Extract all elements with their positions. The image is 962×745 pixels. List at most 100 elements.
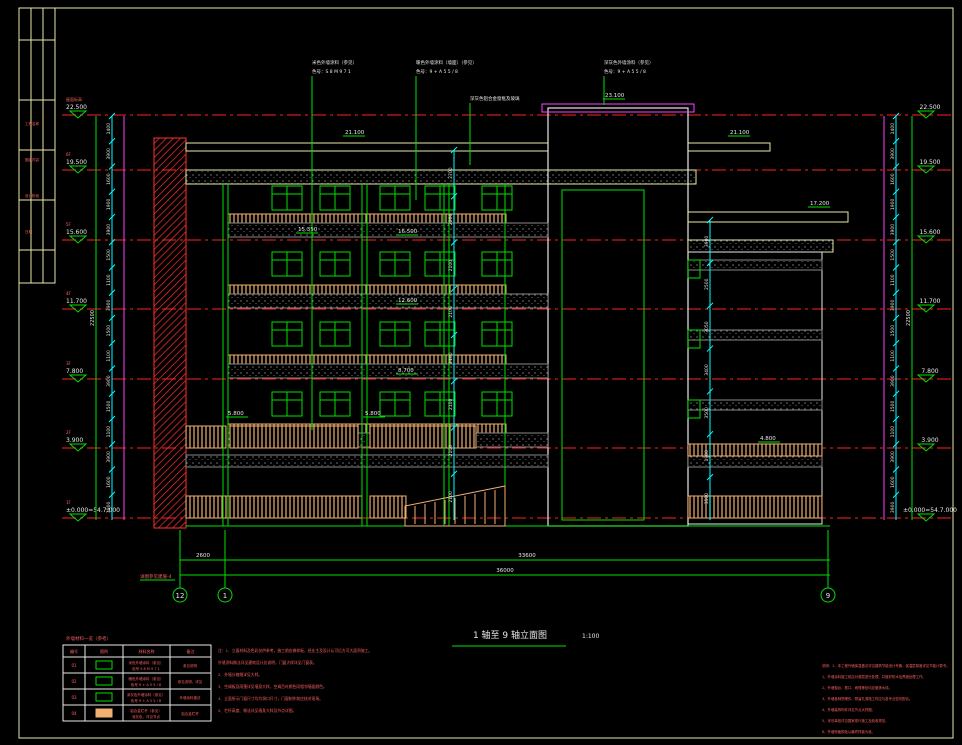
right-dim-tick xyxy=(892,390,900,398)
note-right-line: 3、外墙各种预埋件、预留孔洞施工时应与各专业密切配合。 xyxy=(822,696,912,701)
wing-window xyxy=(687,259,701,279)
right-dim-tick xyxy=(892,213,900,221)
inner-dim-value: 2100 xyxy=(448,399,454,411)
level-value: 22.500 xyxy=(66,104,87,111)
inner-dim-right-tick xyxy=(706,216,714,224)
level-triangle xyxy=(68,304,88,313)
elevation-label: 23.100 xyxy=(605,93,625,99)
title-block-label: 设计阶段 xyxy=(25,193,39,198)
axis-label: 1 xyxy=(223,592,227,600)
inner-dim-right-tick xyxy=(706,388,714,395)
legend-note: 铝合金栏杆 xyxy=(181,711,199,716)
level-tag: 1F xyxy=(66,500,72,505)
level-tag: 4F xyxy=(66,291,72,296)
left-dim-value: 1500 xyxy=(106,401,112,413)
left-dim-tick xyxy=(108,188,116,196)
inner-dim-right-tick xyxy=(706,473,714,481)
inner-dim-tick xyxy=(450,146,458,154)
level-triangle-right xyxy=(916,513,936,522)
legend-swatch xyxy=(95,660,113,670)
left-dim-tick xyxy=(108,112,116,120)
right-dim-tick xyxy=(892,163,900,170)
level-triangle-right xyxy=(916,165,936,174)
legend-name: 铝合金栏杆（参见） xyxy=(130,708,162,713)
inner-dim-right-value: 3900 xyxy=(704,236,710,248)
note-left-line: 4、立面所示门窗尺寸均为洞口尺寸，门窗制作前应核对现场。 xyxy=(218,696,323,701)
legend-id: 03 xyxy=(71,695,77,700)
inner-dim-tick xyxy=(450,285,458,293)
level-triangle xyxy=(68,443,88,452)
legend-header: 图例 xyxy=(100,648,108,654)
inner-dim-right-tick xyxy=(706,259,714,267)
legend-sub: 深灰色，详见节点 xyxy=(132,714,160,719)
inner-dim-value: 2100 xyxy=(448,445,454,457)
legend-header: 材料名称 xyxy=(139,648,155,654)
level-triangle xyxy=(68,110,88,119)
level-value-right: 22.500 xyxy=(920,104,941,111)
level-triangle-right xyxy=(916,374,936,383)
inner-dim-value: 2100 xyxy=(448,352,454,364)
elevation-label: 21.100 xyxy=(345,130,365,136)
level-value: 3.900 xyxy=(66,437,83,444)
level-triangle xyxy=(68,374,88,383)
dimension-chains: 1400390016001900390015001100390015001100… xyxy=(90,112,913,520)
left-dim-value: 3900 xyxy=(106,502,112,514)
wing-window xyxy=(687,399,701,419)
right-dim-value: 3900 xyxy=(890,148,896,160)
inner-dim-tick xyxy=(450,239,458,246)
legend-sub: 色号 9 + A 5 5 / 8 xyxy=(131,682,161,687)
right-wing-body xyxy=(687,251,823,525)
left-dim-value: 3900 xyxy=(106,451,112,463)
legend-title: 外墙材料一览（参考） xyxy=(66,635,111,642)
left-dim-value: 1500 xyxy=(106,325,112,337)
right-dim-tick xyxy=(892,466,900,473)
right-dim-tick xyxy=(892,491,900,499)
right-dim-tick xyxy=(892,112,900,120)
elevation-label: 12.600 xyxy=(398,298,418,304)
right-wing-parapet xyxy=(687,211,849,223)
note-right-line: 6、外墙饰面颜色以最终样板为准。 xyxy=(822,729,875,734)
right-dim-value: 1100 xyxy=(890,274,896,286)
level-value: 11.700 xyxy=(66,298,87,305)
right-dim-value: 3900 xyxy=(890,375,896,387)
level-value-right: ±0.000=54.7.000 xyxy=(903,507,957,514)
left-dim-value: 3900 xyxy=(106,224,112,236)
inner-dim-right-value: 1900 xyxy=(704,450,710,462)
title-block-label: 图纸内容 xyxy=(25,157,39,162)
elevation-label: 4.800 xyxy=(760,436,776,442)
callout-text: 暖色外墙涂料（墙面）（参见） xyxy=(416,59,477,66)
inner-dim-value: 2200 xyxy=(448,214,454,226)
level-value: 7.800 xyxy=(66,368,83,375)
right-dim-tick xyxy=(892,365,900,372)
bottom-dim-value: 2600 xyxy=(196,553,210,559)
left-dim-value: 1100 xyxy=(106,350,112,362)
legend-sub: 色号 S 8 M 9 7 1 xyxy=(132,666,160,671)
callout-code: 色号：9 + A 5 5 / 8 xyxy=(604,68,646,75)
level-value-right: 15.600 xyxy=(920,229,941,236)
inner-dim-value: 2700 xyxy=(448,167,454,179)
level-triangle xyxy=(68,235,88,244)
right-dim-value: 3900 xyxy=(890,300,896,312)
note-right-line: 说明：1、本工程外墙保温做法详见建筑节能设计专篇，保温层厚度详见节能计算书。 xyxy=(822,663,950,668)
right-dim-value: 1500 xyxy=(890,249,896,261)
inner-dim-right-tick xyxy=(706,302,714,310)
building-elevation xyxy=(153,103,849,529)
right-dim-tick xyxy=(892,314,900,322)
legend-name: 暖色外墙涂料（参见） xyxy=(129,676,164,681)
elevation-label: 15.350 xyxy=(298,227,318,233)
roof-eave xyxy=(185,169,697,185)
level-value: 15.600 xyxy=(66,229,87,236)
left-total-value: 22500 xyxy=(90,310,96,326)
callout-code: 色号：9 + A 5 5 / 8 xyxy=(416,68,458,75)
right-dim-tick xyxy=(892,339,900,347)
railing-2f xyxy=(369,425,477,449)
elevation-label: 21.100 xyxy=(730,130,750,136)
legend-header: 备注 xyxy=(187,648,195,654)
legend-border xyxy=(62,644,212,722)
inner-dim-value: 2100 xyxy=(448,491,454,503)
legend-swatch xyxy=(95,692,113,702)
legend-name: 深灰色外墙涂料（参见） xyxy=(127,692,166,697)
inner-dim-value: 2100 xyxy=(448,306,454,318)
right-dim-value: 1400 xyxy=(890,123,896,135)
